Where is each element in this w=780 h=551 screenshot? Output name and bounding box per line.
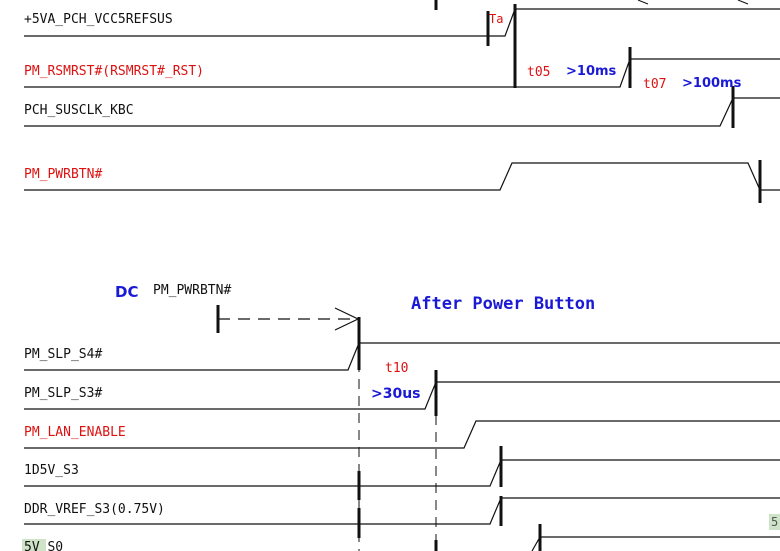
trace-vcc5refsus [24,4,517,48]
trace-lan-enable [24,420,780,449]
timing-t05-id: t05 [527,65,550,80]
signal-label-1d5v-s3: 1D5V_S3 [24,463,79,478]
timing-t07-id: t07 [643,77,666,92]
signal-label-5v-s0-highlight [22,539,46,551]
signal-label-vcc5refsus: +5VA_PCH_VCC5REFSUS [24,12,173,27]
signal-label-lan-enable: PM_LAN_ENABLE [24,425,126,440]
trace-1d5v-s3 [24,446,780,500]
timing-ta-label: Ta [489,12,503,26]
edge-marker-highlight [769,514,780,530]
section-title: After Power Button [411,294,595,314]
trace-ddr-vref [24,496,780,538]
signal-label-5v-s0: 5V_S0 [24,540,63,551]
top-partial-trace [434,0,780,10]
trace-rsmrst [24,47,780,88]
timing-t05-value: >10ms [566,64,617,79]
trace-susclk [24,86,780,128]
timing-t10-value: >30us [371,386,421,402]
trace-slp-s4 [24,317,780,371]
signal-label-rsmrst: PM_RSMRST#(RSMRST#_RST) [24,64,204,79]
signal-label-pwrbtn: PM_PWRBTN# [24,167,102,182]
signal-label-slp-s4: PM_SLP_S4# [24,347,102,362]
dc-arrow [216,305,360,333]
dc-label: DC [115,283,138,301]
trace-5v-s0 [434,524,780,551]
dc-signal-label: PM_PWRBTN# [153,283,231,298]
signal-label-slp-s3: PM_SLP_S3# [24,386,102,401]
signal-label-ddr-vref: DDR_VREF_S3(0.75V) [24,502,165,517]
edge-marker: 5 [771,515,778,529]
trace-slp-s3 [24,370,780,416]
timing-t10-id: t10 [385,361,408,376]
signal-label-susclk: PCH_SUSCLK_KBC [24,103,134,118]
trace-pwrbtn [24,160,780,203]
timing-t07-value: >100ms [682,76,742,91]
